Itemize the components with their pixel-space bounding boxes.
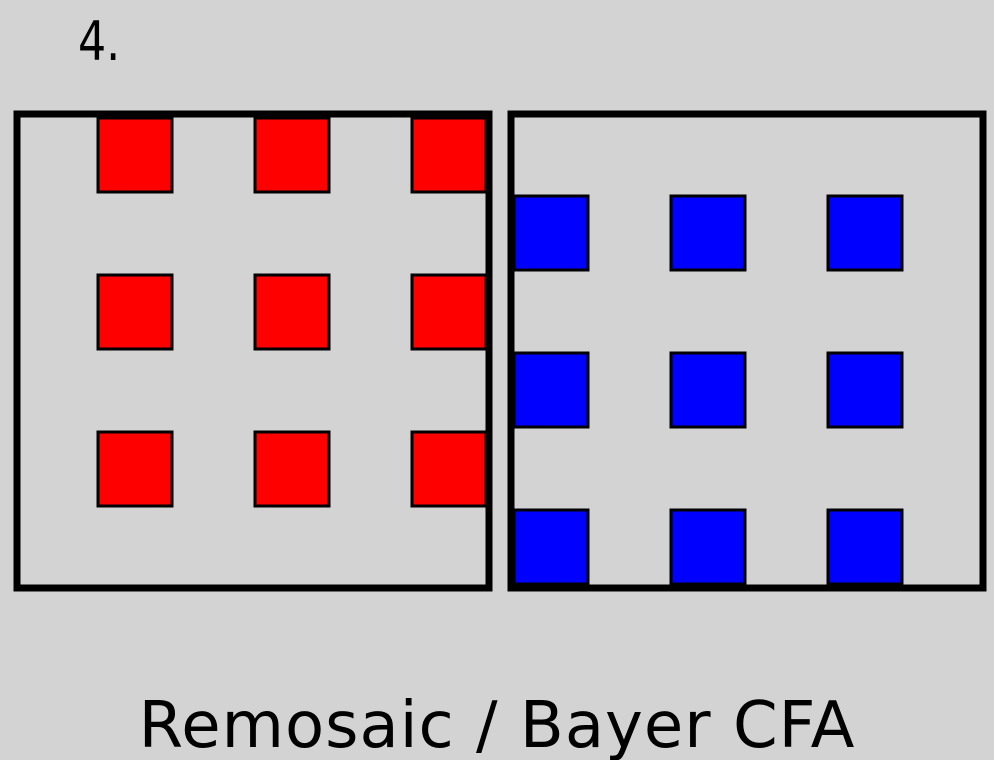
red-channel-pixel-r2-c1 xyxy=(96,273,174,351)
blue-channel-panel-frame xyxy=(507,110,987,592)
blue-channel-pixel-r1-c1 xyxy=(512,194,590,272)
red-channel-pixel-r2-c3 xyxy=(410,273,488,351)
blue-channel-pixel-r1-c3 xyxy=(826,194,904,272)
blue-channel-pixel-r3-c2 xyxy=(669,508,747,586)
red-channel-panel xyxy=(13,110,493,592)
red-channel-pixel-r1-c1 xyxy=(96,116,174,194)
red-channel-pixel-r3-c2 xyxy=(253,430,331,508)
blue-channel-pixel-r1-c2 xyxy=(669,194,747,272)
caption: Remosaic / Bayer CFA xyxy=(138,689,856,760)
blue-channel-pixel-r2-c3 xyxy=(826,351,904,429)
red-channel-pixel-r2-c2 xyxy=(253,273,331,351)
step-number: 4. xyxy=(78,10,121,73)
blue-channel-pixel-r2-c2 xyxy=(669,351,747,429)
red-channel-pixel-r1-c2 xyxy=(253,116,331,194)
red-channel-panel-frame xyxy=(13,110,493,592)
blue-channel-pixel-r3-c3 xyxy=(826,508,904,586)
blue-channel-panel xyxy=(507,110,987,592)
red-channel-pixel-r3-c3 xyxy=(410,430,488,508)
red-channel-pixel-r3-c1 xyxy=(96,430,174,508)
red-channel-pixel-r1-c3 xyxy=(410,116,488,194)
blue-channel-pixel-r3-c1 xyxy=(512,508,590,586)
blue-channel-pixel-r2-c1 xyxy=(512,351,590,429)
